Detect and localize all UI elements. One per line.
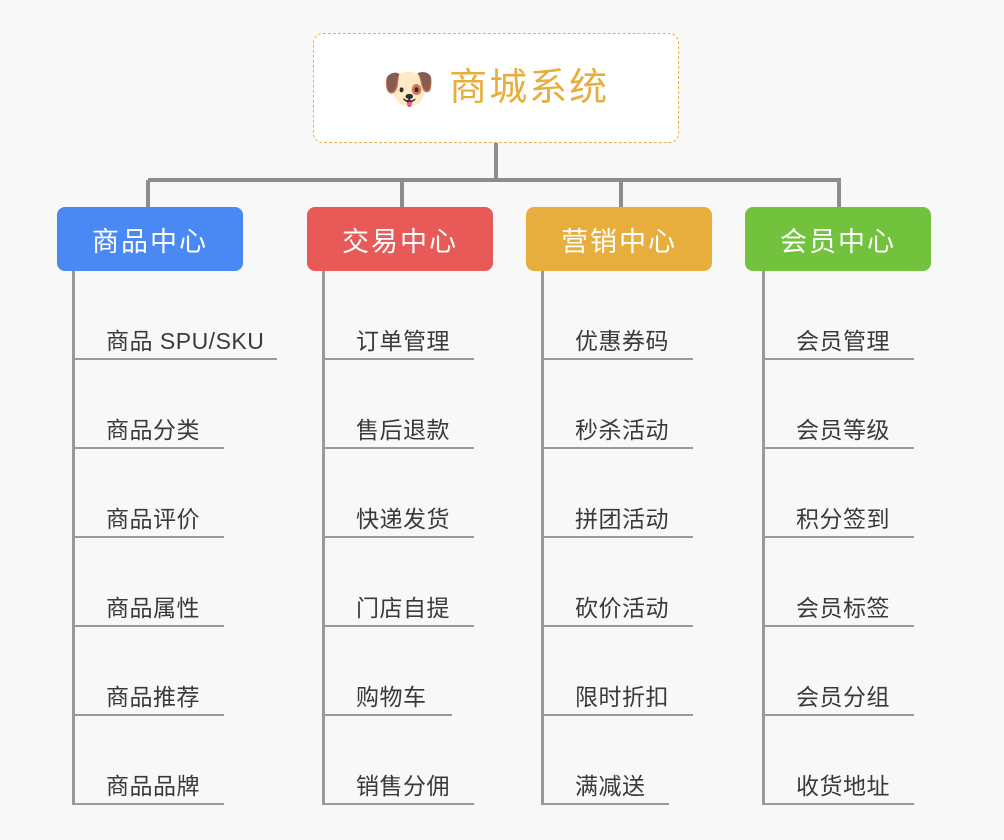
leaf-item-label: 商品属性 (106, 594, 200, 621)
leaf-item-label: 购物车 (356, 683, 427, 710)
leaf-item[interactable]: 商品评价 (72, 449, 264, 538)
leaf-item-label: 商品 SPU/SKU (106, 327, 265, 354)
leaf-item[interactable]: 商品推荐 (72, 627, 264, 716)
connector-drop-trade-center (400, 180, 404, 209)
leaf-item-rule (762, 714, 914, 716)
leaf-item-rule (322, 536, 474, 538)
leaf-item-rule (72, 803, 224, 805)
leaf-item[interactable]: 积分签到 (762, 449, 914, 538)
leaf-item[interactable]: 门店自提 (322, 538, 474, 627)
leaf-item[interactable]: 商品属性 (72, 538, 264, 627)
leaf-item-label: 优惠券码 (575, 327, 669, 354)
category-header-trade-center[interactable]: 交易中心 (307, 207, 493, 271)
category-header-product-center[interactable]: 商品中心 (57, 207, 243, 271)
root-node-title: 商城系统 (449, 67, 610, 109)
leaf-column-trade-center: 订单管理售后退款快递发货门店自提购物车销售分佣 (322, 271, 474, 805)
leaf-item[interactable]: 商品品牌 (72, 716, 264, 805)
connector-drop-member-center (837, 180, 841, 209)
leaf-item-label: 秒杀活动 (575, 416, 669, 443)
leaf-item-label: 门店自提 (356, 594, 450, 621)
leaf-item[interactable]: 秒杀活动 (541, 360, 693, 449)
leaf-item-rule (541, 358, 693, 360)
leaf-item-label: 会员分组 (796, 683, 890, 710)
leaf-item-label: 积分签到 (796, 505, 890, 532)
leaf-item-rule (322, 625, 474, 627)
leaf-item-rule (72, 714, 224, 716)
leaf-item-rule (541, 536, 693, 538)
leaf-item-label: 限时折扣 (575, 683, 669, 710)
category-label: 交易中心 (342, 226, 458, 257)
leaf-item[interactable]: 会员标签 (762, 538, 914, 627)
leaf-item[interactable]: 售后退款 (322, 360, 474, 449)
leaf-column-product-center: 商品 SPU/SKU 商品分类商品评价商品属性商品推荐商品品牌 (72, 271, 277, 805)
leaf-item[interactable]: 限时折扣 (541, 627, 693, 716)
leaf-item-rule (322, 447, 474, 449)
leaf-spine (322, 271, 325, 805)
leaf-item-label: 砍价活动 (575, 594, 669, 621)
leaf-item-rule (762, 447, 914, 449)
leaf-item[interactable]: 拼团活动 (541, 449, 693, 538)
leaf-spine (762, 271, 765, 805)
leaf-item-rule (762, 625, 914, 627)
leaf-item-label: 拼团活动 (575, 505, 669, 532)
leaf-item-label: 售后退款 (356, 416, 450, 443)
category-label: 商品中心 (92, 226, 208, 257)
leaf-item-label: 收货地址 (796, 772, 890, 799)
leaf-item[interactable]: 销售分佣 (322, 716, 474, 805)
leaf-item-label: 销售分佣 (356, 772, 450, 799)
leaf-item[interactable]: 订单管理 (322, 271, 474, 360)
leaf-item-rule (541, 803, 669, 805)
leaf-item-label: 满减送 (575, 772, 646, 799)
leaf-item-rule (322, 803, 474, 805)
leaf-item[interactable]: 商品分类 (72, 360, 264, 449)
leaf-item-rule (72, 536, 224, 538)
connector-drop-marketing-center (619, 180, 623, 209)
leaf-item[interactable]: 快递发货 (322, 449, 474, 538)
leaf-item-rule (322, 714, 452, 716)
category-header-marketing-center[interactable]: 营销中心 (526, 207, 712, 271)
shiba-dog-face-icon: 🐶 (382, 65, 436, 112)
leaf-spine (72, 271, 75, 805)
leaf-item-label: 商品品牌 (106, 772, 200, 799)
leaf-item[interactable]: 会员管理 (762, 271, 914, 360)
leaf-item[interactable]: 优惠券码 (541, 271, 693, 360)
leaf-item-label: 快递发货 (356, 505, 450, 532)
leaf-item-label: 订单管理 (356, 327, 450, 354)
leaf-item-label: 商品推荐 (106, 683, 200, 710)
leaf-item-rule (762, 536, 914, 538)
leaf-item-label: 会员等级 (796, 416, 890, 443)
leaf-item-label: 商品评价 (106, 505, 200, 532)
connector-root-stem (494, 143, 498, 180)
leaf-item-label: 会员管理 (796, 327, 890, 354)
leaf-item[interactable]: 会员分组 (762, 627, 914, 716)
leaf-item-rule (72, 625, 224, 627)
leaf-item[interactable]: 砍价活动 (541, 538, 693, 627)
connector-drop-product-center (146, 180, 150, 209)
leaf-item[interactable]: 商品 SPU/SKU (72, 271, 277, 360)
connector-horizontal-bus (148, 178, 841, 182)
leaf-item[interactable]: 收货地址 (762, 716, 914, 805)
leaf-spine (541, 271, 544, 805)
leaf-item-rule (541, 714, 693, 716)
leaf-item[interactable]: 购物车 (322, 627, 452, 716)
leaf-item-label: 会员标签 (796, 594, 890, 621)
leaf-item-rule (762, 358, 914, 360)
leaf-item-rule (541, 447, 693, 449)
root-node-shop-system[interactable]: 🐶 商城系统 (313, 33, 679, 143)
leaf-item-rule (322, 358, 474, 360)
leaf-item-rule (72, 447, 224, 449)
leaf-item-label: 商品分类 (106, 416, 200, 443)
category-label: 营销中心 (561, 226, 677, 257)
leaf-item-rule (72, 358, 277, 360)
category-header-member-center[interactable]: 会员中心 (745, 207, 931, 271)
leaf-item-rule (541, 625, 693, 627)
leaf-item-rule (762, 803, 914, 805)
leaf-column-marketing-center: 优惠券码秒杀活动拼团活动砍价活动限时折扣满减送 (541, 271, 693, 805)
leaf-column-member-center: 会员管理会员等级积分签到会员标签会员分组收货地址 (762, 271, 914, 805)
category-label: 会员中心 (780, 226, 896, 257)
leaf-item[interactable]: 满减送 (541, 716, 669, 805)
leaf-item[interactable]: 会员等级 (762, 360, 914, 449)
